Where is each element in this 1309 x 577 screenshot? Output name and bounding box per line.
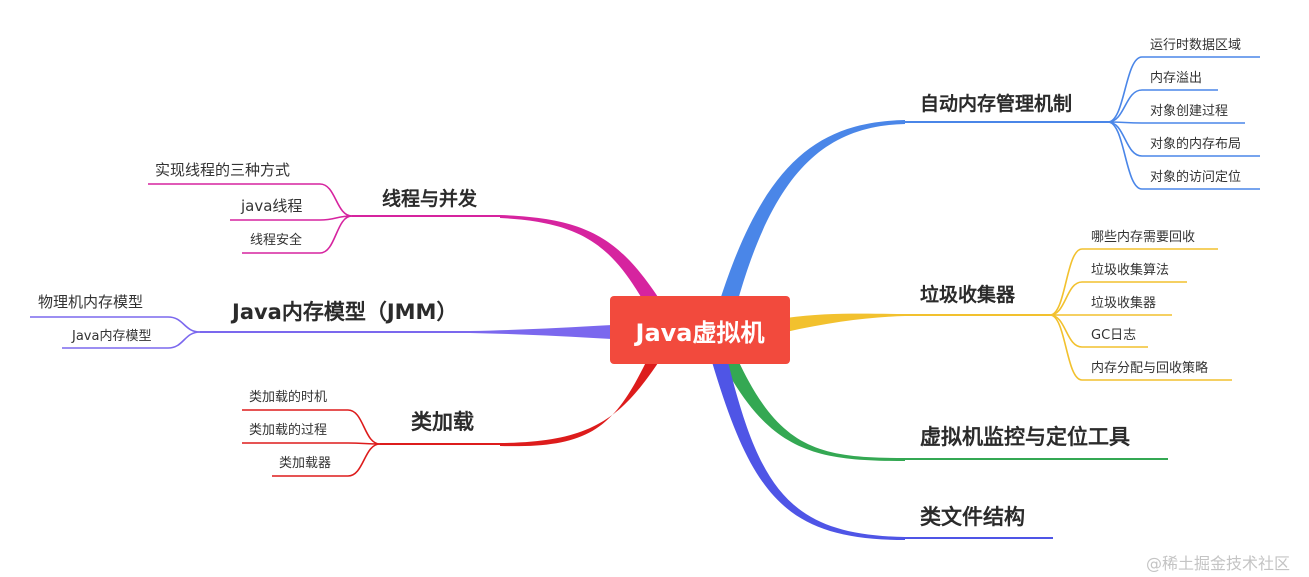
subtopic-java-memory-model[interactable]: Java内存模型: [72, 329, 152, 344]
branch-class-file: [712, 362, 905, 540]
branch-monitoring: [722, 360, 905, 461]
subtopic-object-creation[interactable]: 对象创建过程: [1150, 104, 1229, 119]
branch-memory-mgmt: [720, 120, 905, 300]
branch-jmm: [470, 325, 612, 339]
subtopic-java-thread[interactable]: java线程: [241, 197, 303, 215]
center-node[interactable]: Java虚拟机: [610, 296, 790, 364]
topic-class-file[interactable]: 类文件结构: [920, 505, 1025, 529]
subtopic-out-of-memory[interactable]: 内存溢出: [1150, 71, 1203, 86]
branch-gc: [786, 313, 905, 332]
topic-monitoring[interactable]: 虚拟机监控与定位工具: [920, 425, 1130, 449]
topic-class-loading[interactable]: 类加载: [411, 410, 474, 434]
subtopic-thread-impl[interactable]: 实现线程的三种方式: [155, 161, 291, 179]
center-label: Java虚拟机: [635, 318, 765, 347]
subtopic-gc-collectors[interactable]: 垃圾收集器: [1091, 296, 1157, 311]
topic-memory-mgmt[interactable]: 自动内存管理机制: [920, 93, 1073, 115]
subtopic-gc-log[interactable]: GC日志: [1091, 328, 1137, 343]
subtopic-gc-algorithms[interactable]: 垃圾收集算法: [1091, 263, 1170, 278]
topic-threads[interactable]: 线程与并发: [382, 188, 478, 210]
subtopic-class-loader[interactable]: 类加载器: [279, 456, 332, 471]
branch-threads: [500, 215, 660, 302]
watermark: @稀土掘金技术社区: [1146, 554, 1291, 573]
subtopic-runtime-data-areas[interactable]: 运行时数据区域: [1150, 38, 1242, 53]
subtopic-which-memory[interactable]: 哪些内存需要回收: [1091, 230, 1196, 245]
topic-jmm[interactable]: Java内存模型（JMM）: [232, 300, 458, 324]
subtopic-allocation-strategy[interactable]: 内存分配与回收策略: [1091, 361, 1209, 376]
branch-class-loading: [500, 360, 660, 447]
subtopic-loading-process[interactable]: 类加载的过程: [249, 423, 328, 438]
subtopic-loading-timing[interactable]: 类加载的时机: [249, 390, 328, 405]
subtopic-object-memory-layout[interactable]: 对象的内存布局: [1150, 137, 1242, 152]
subtopic-thread-safety[interactable]: 线程安全: [250, 233, 303, 248]
subtopic-object-access[interactable]: 对象的访问定位: [1150, 170, 1242, 185]
topic-gc[interactable]: 垃圾收集器: [920, 284, 1016, 306]
subtopic-physical-memory-model[interactable]: 物理机内存模型: [38, 293, 144, 311]
